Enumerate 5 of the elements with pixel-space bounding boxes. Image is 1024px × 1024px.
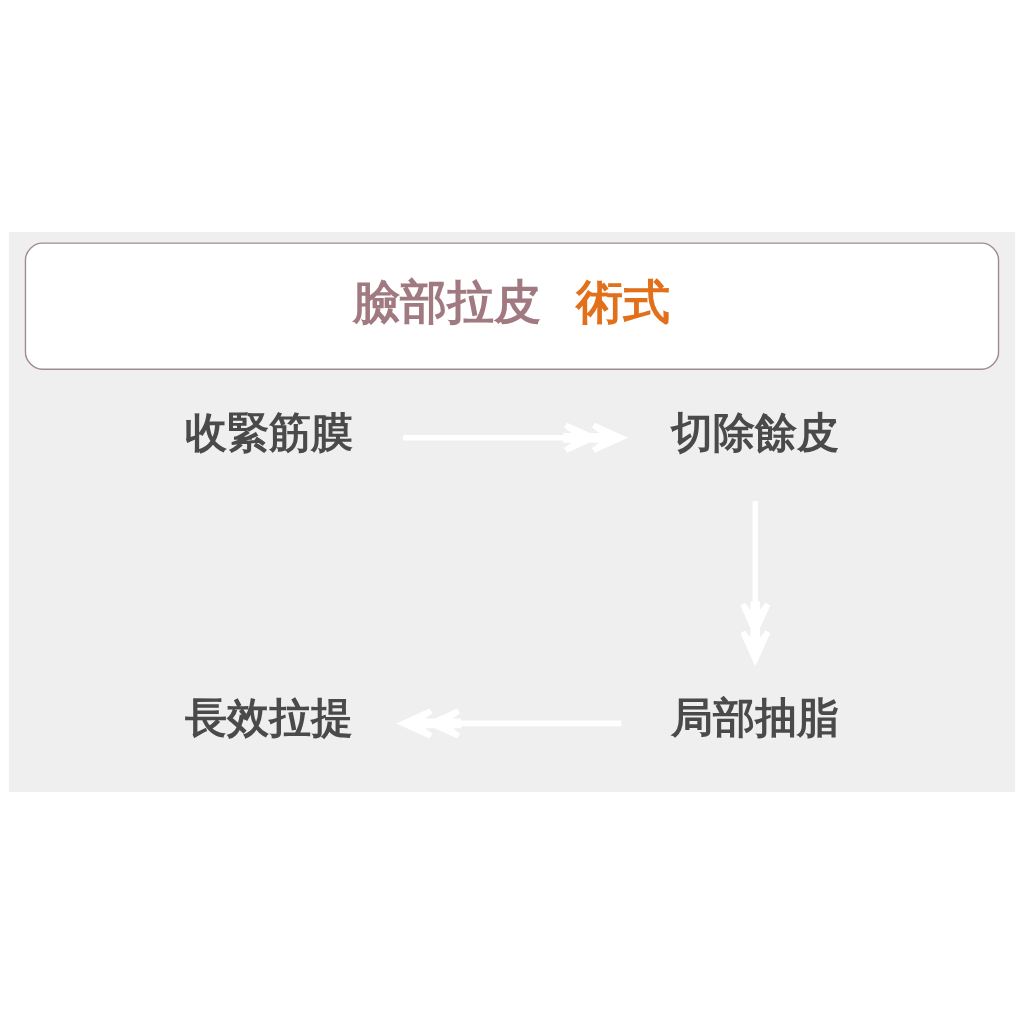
node-text: 收緊筋膜 — [184, 407, 353, 457]
node-text: 切除餘皮 — [671, 407, 840, 457]
node-text: 局部抽脂 — [671, 693, 840, 743]
diagram-title: 臉部拉皮 術式 — [353, 273, 671, 329]
node-text: 長效拉提 — [184, 693, 353, 743]
